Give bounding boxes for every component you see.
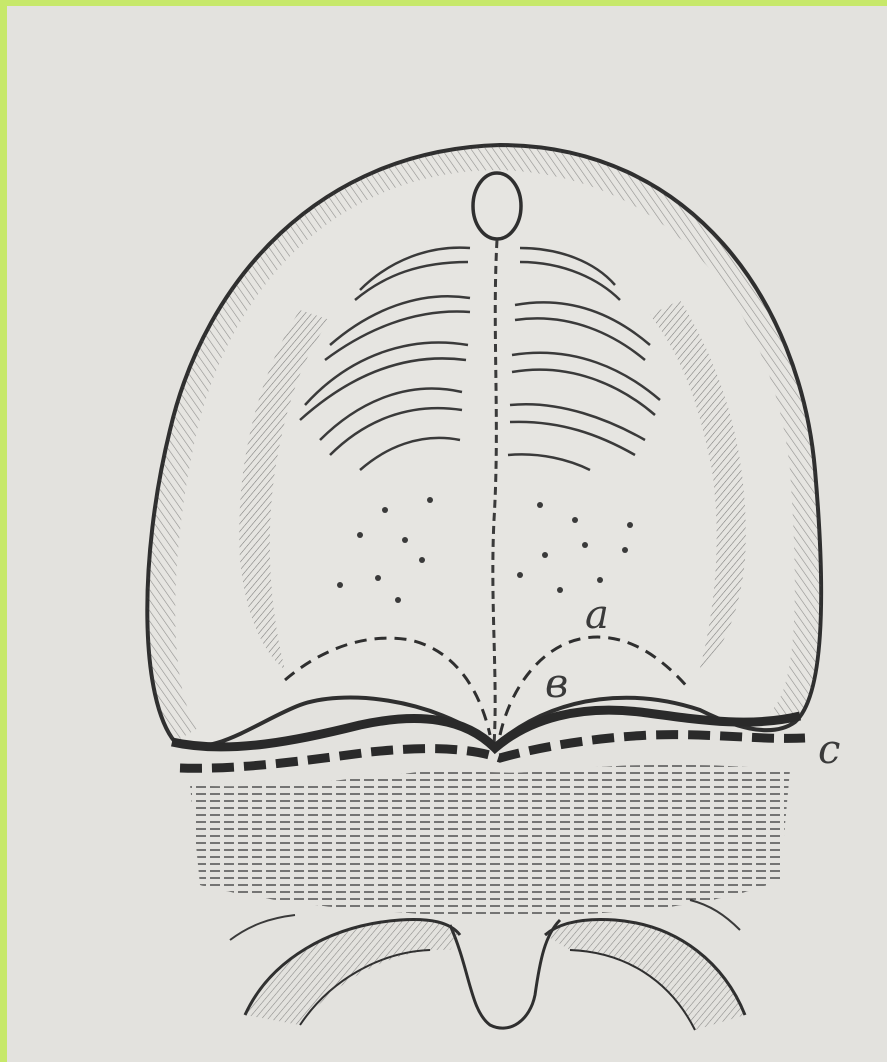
soft-palate-texture [190,765,790,917]
left-arch-hatch [245,920,460,1025]
label-b: в [545,661,568,707]
label-c: c [818,727,840,773]
label-a: a [585,592,609,638]
right-fold-stroke [690,900,740,930]
incisive-papilla [473,173,521,239]
left-fold-stroke [230,915,295,940]
uvula [450,920,560,1028]
right-arch-hatch [545,920,745,1030]
